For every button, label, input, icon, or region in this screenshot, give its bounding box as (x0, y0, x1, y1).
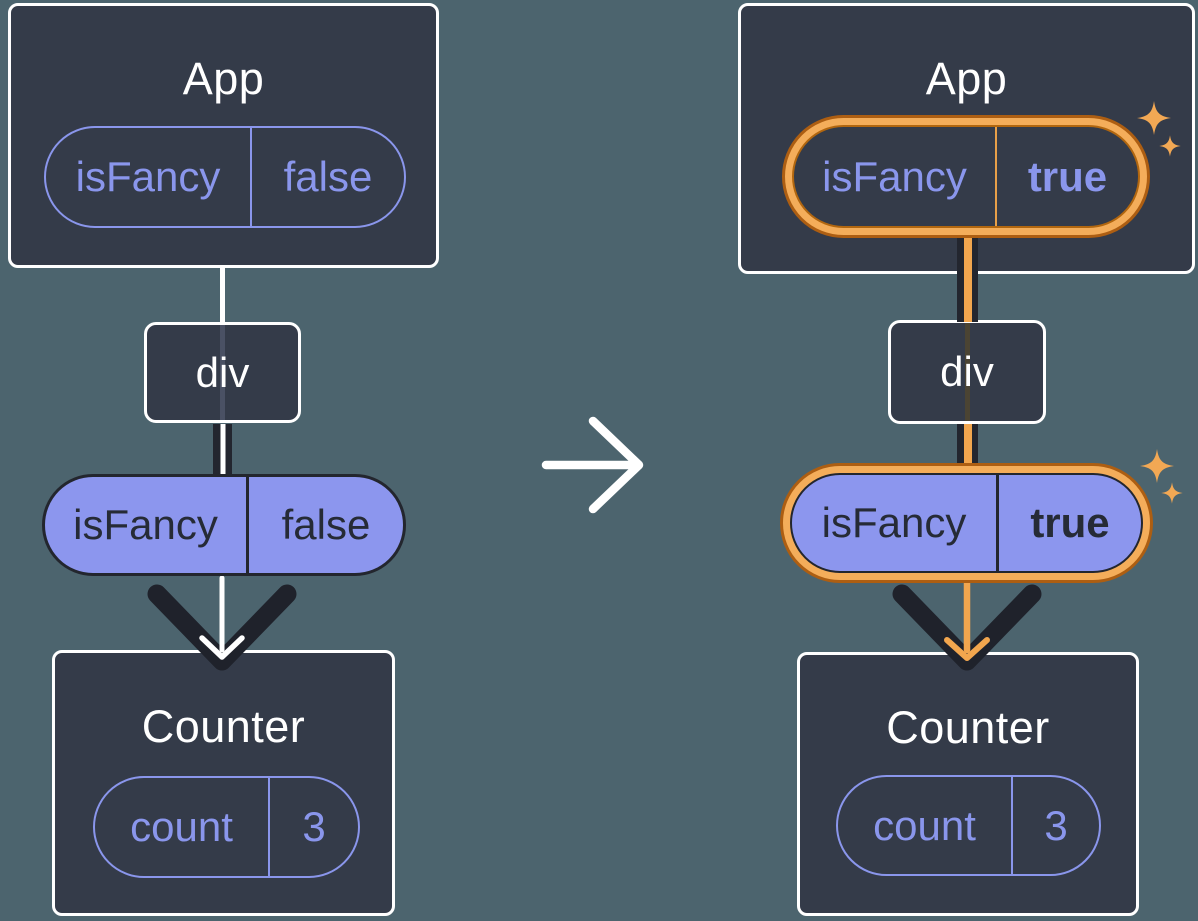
prop-arrow-shaft-after-lower (957, 424, 978, 466)
component-name: App (925, 53, 1008, 104)
app-component-card-before: App isFancy false (8, 3, 439, 268)
passed-prop-pill-before: isFancy false (42, 474, 406, 576)
component-name: Counter (141, 701, 306, 752)
app-to-div-connector (220, 266, 225, 324)
div-node-before: div (144, 322, 301, 423)
state-value-cell: 3 (302, 803, 326, 850)
highlighted-passed-prop-pill-after: isFancy true (780, 463, 1153, 583)
state-pill-count-before: count 3 (93, 776, 360, 878)
sparkle-icon (1161, 482, 1183, 504)
dark-chevron-arrow-icon (892, 584, 1042, 671)
highlighted-state-pill-isfancy-app-after: isFancy true (782, 115, 1150, 238)
div-label: div (195, 348, 250, 396)
state-flow-line (963, 235, 972, 322)
state-pill-isfancy-app-before: isFancy false (44, 126, 406, 228)
prop-value-cell: false (281, 501, 371, 548)
div-label: div (940, 348, 994, 395)
component-name: Counter (886, 702, 1050, 753)
state-pill-count-after: count 3 (836, 775, 1101, 876)
pass-through-line-dim (965, 323, 970, 421)
sparkle-icon (1140, 449, 1174, 483)
tree-edge-line (220, 424, 225, 476)
prop-value-cell: true (1030, 499, 1110, 546)
state-name-cell: count (838, 777, 1013, 874)
component-name: App (182, 53, 265, 104)
state-value-cell: true (1027, 152, 1108, 200)
state-flow-line (963, 424, 972, 466)
div-node-after: div (888, 320, 1046, 424)
state-name-cell: isFancy (794, 127, 997, 226)
state-name-cell: count (95, 778, 270, 876)
prop-arrow-shaft-after-upper (957, 235, 978, 322)
prop-name-cell: isFancy (45, 477, 249, 573)
prop-name-cell: isFancy (792, 475, 999, 571)
counter-component-card-before: Counter count 3 (52, 650, 395, 916)
state-name-cell: isFancy (46, 128, 252, 226)
counter-component-card-after: Counter count 3 (797, 652, 1139, 916)
state-value-cell: false (283, 153, 373, 200)
state-value-cell: 3 (1044, 801, 1068, 849)
prop-arrow-shaft-before (213, 424, 232, 476)
pass-through-line-dim (220, 325, 225, 420)
